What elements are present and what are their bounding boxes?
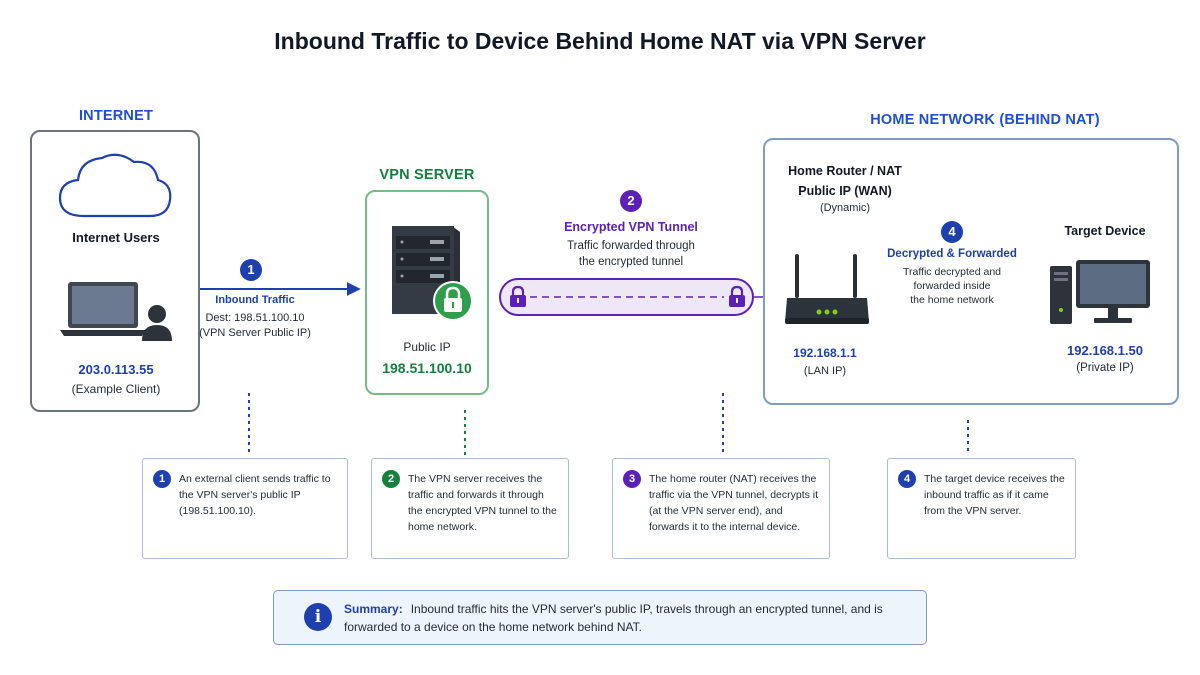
summary-text-block: Summary:Inbound traffic hits the VPN ser… (344, 600, 904, 636)
vpn-server-section-label: VPN SERVER (379, 167, 475, 183)
note2-badge: 2 (382, 470, 400, 488)
note-step4: 4 The target device receives the inbound… (887, 458, 1076, 559)
info-icon: i (304, 603, 332, 631)
note3-badge: 3 (623, 470, 641, 488)
padlock-icon (433, 281, 473, 321)
note-step2: 2 The VPN server receives the traffic an… (371, 458, 569, 559)
step4-line3: the home network (910, 294, 994, 306)
step4-line2: forwarded inside (913, 280, 991, 292)
step4-badge: 4 (941, 221, 963, 243)
note-step1: 1 An external client sends traffic to th… (142, 458, 348, 559)
note3-text: The home router (NAT) receives the traff… (649, 473, 819, 533)
step2-badge: 2 (620, 190, 642, 212)
target-device-ip-note: (Private IP) (1076, 362, 1134, 374)
summary-box: i Summary:Inbound traffic hits the VPN s… (273, 590, 927, 645)
client-ip-note: (Example Client) (71, 382, 161, 396)
diagram-title: Inbound Traffic to Device Behind Home NA… (274, 28, 926, 54)
step2-title: Encrypted VPN Tunnel (564, 220, 698, 234)
step2-line1: Traffic forwarded through (567, 240, 695, 252)
step1-badge: 1 (240, 259, 262, 281)
desktop-icon (1050, 260, 1150, 324)
internet-section-label: INTERNET (78, 108, 154, 124)
note2-text: The VPN server receives the traffic and … (408, 473, 557, 533)
note4-text: The target device receives the inbound t… (924, 473, 1065, 517)
summary-text: Inbound traffic hits the VPN server's pu… (344, 602, 883, 634)
note4-badge: 4 (898, 470, 916, 488)
user-icon (142, 305, 172, 341)
step1-dest: Dest: 198.51.100.10 (205, 312, 305, 324)
laptop-icon (60, 282, 146, 336)
internet-users-label: Internet Users (72, 230, 160, 245)
vpn-public-ip-label: Public IP (403, 340, 451, 354)
router-wan-label: Public IP (WAN) (798, 184, 892, 198)
note1-badge: 1 (153, 470, 171, 488)
cloud-icon (58, 153, 172, 218)
home-network-panel (763, 138, 1179, 405)
vpn-public-ip: 198.51.100.10 (382, 360, 472, 376)
target-device-ip: 192.168.1.50 (1067, 343, 1143, 358)
target-device-label: Target Device (1064, 224, 1146, 238)
step4-line1: Traffic decrypted and (902, 266, 1002, 278)
router-title: Home Router / NAT (788, 164, 902, 178)
router-lan-ip-note: (LAN IP) (803, 365, 847, 377)
router-wan-note: (Dynamic) (819, 202, 871, 214)
tunnel-left-padlock-icon (510, 285, 526, 307)
step1-title: Inbound Traffic (215, 294, 295, 306)
router-lan-ip: 192.168.1.1 (793, 346, 857, 360)
step2-line2: the encrypted tunnel (578, 256, 684, 268)
client-ip: 203.0.113.55 (78, 362, 154, 377)
router-icon (785, 254, 869, 324)
summary-label: Summary: (344, 602, 403, 616)
tunnel-right-padlock-icon (729, 285, 745, 307)
step4-title: Decrypted & Forwarded (887, 248, 1017, 260)
note-step3: 3 The home router (NAT) receives the tra… (612, 458, 830, 559)
note1-text: An external client sends traffic to the … (179, 473, 331, 517)
home-network-section-label: HOME NETWORK (BEHIND NAT) (870, 112, 1100, 128)
step1-dest-note: (VPN Server Public IP) (199, 327, 311, 339)
